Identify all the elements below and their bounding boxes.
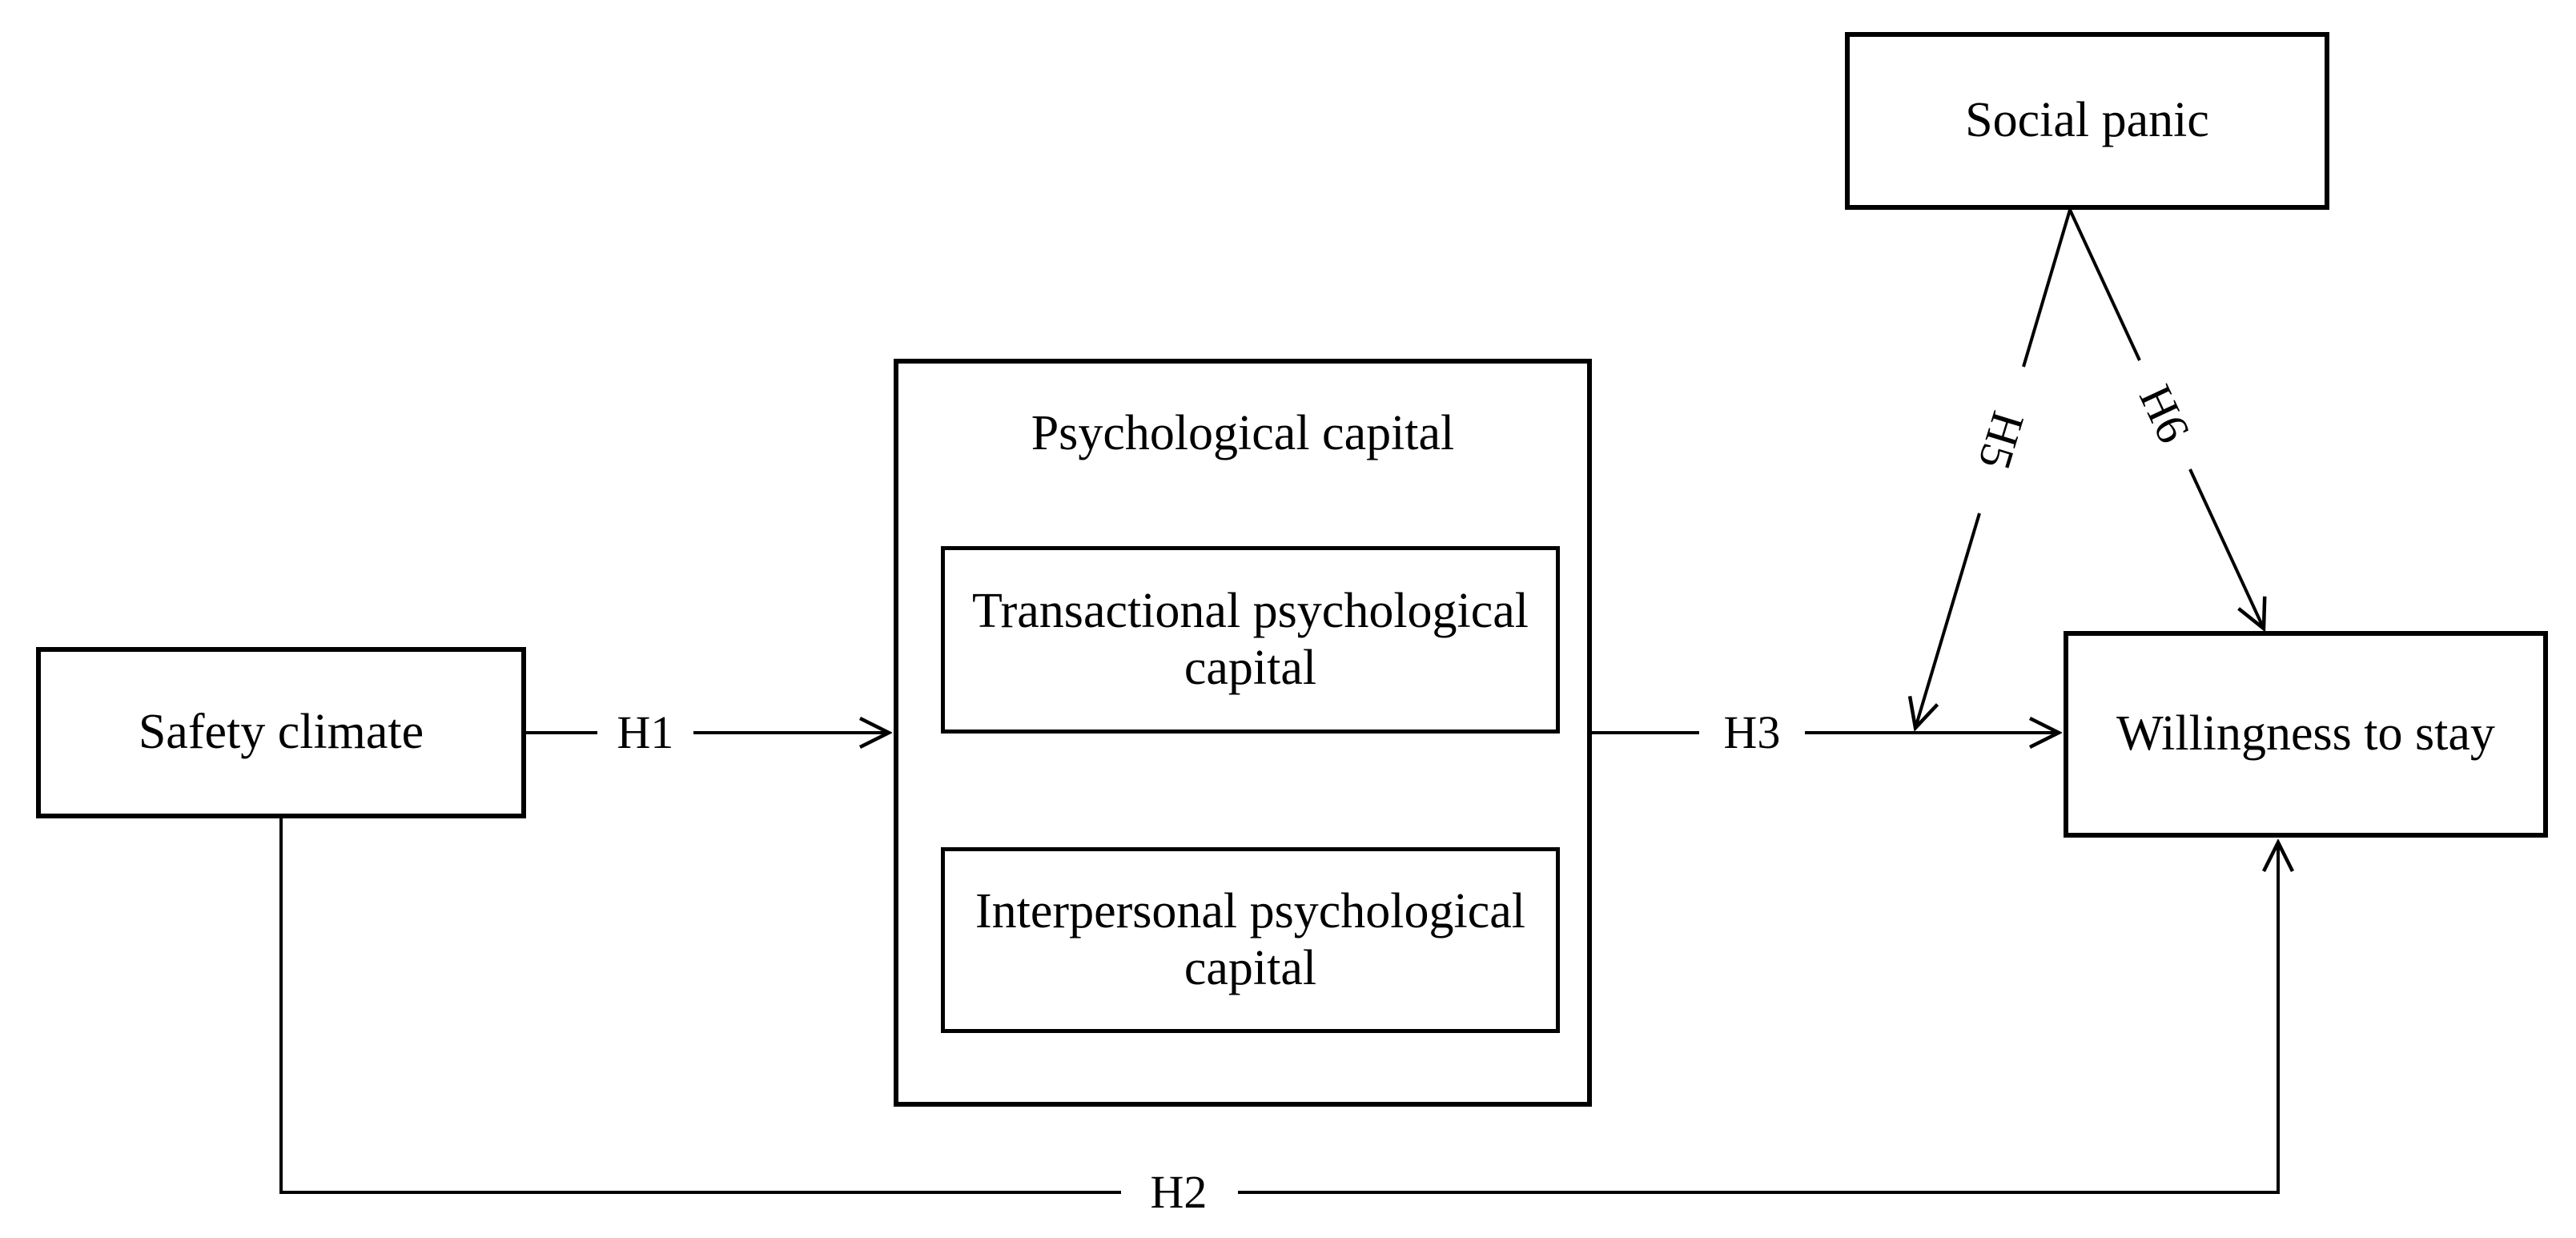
h5-arrow <box>1915 512 1981 728</box>
h5-arrow-segment-upper <box>2022 209 2072 368</box>
h6-arrow <box>2188 468 2264 629</box>
h6-arrow-segment-upper <box>2068 209 2141 361</box>
safety-climate-box: Safety climate <box>36 647 526 818</box>
transactional-label-line2: capital <box>1184 641 1317 695</box>
transactional-psychological-capital-box: Transactional psychological capital <box>941 546 1560 734</box>
willingness-to-stay-box: Willingness to stay <box>2064 631 2548 838</box>
h2-arrow <box>1238 842 2278 1194</box>
h2-hypothesis-label: H2 <box>1150 1166 1208 1218</box>
safety-climate-label: Safety climate <box>138 705 424 760</box>
psychological-capital-box: Psychological capital Transactional psyc… <box>894 359 1592 1107</box>
h1-hypothesis-label: H1 <box>617 706 674 758</box>
social-panic-box: Social panic <box>1845 32 2329 210</box>
willingness-to-stay-label: Willingness to stay <box>2116 706 2495 762</box>
interpersonal-psychological-capital-box: Interpersonal psychological capital <box>941 847 1560 1033</box>
social-panic-label: Social panic <box>1965 93 2209 148</box>
h3-hypothesis-label: H3 <box>1723 706 1781 758</box>
interpersonal-label-line1: Interpersonal psychological <box>975 883 1525 939</box>
interpersonal-label-line2: capital <box>1184 941 1317 995</box>
h2-arrow-segment-left <box>279 817 1121 1194</box>
psychological-capital-label: Psychological capital <box>1031 406 1455 460</box>
transactional-label-line1: Transactional psychological <box>971 583 1529 638</box>
